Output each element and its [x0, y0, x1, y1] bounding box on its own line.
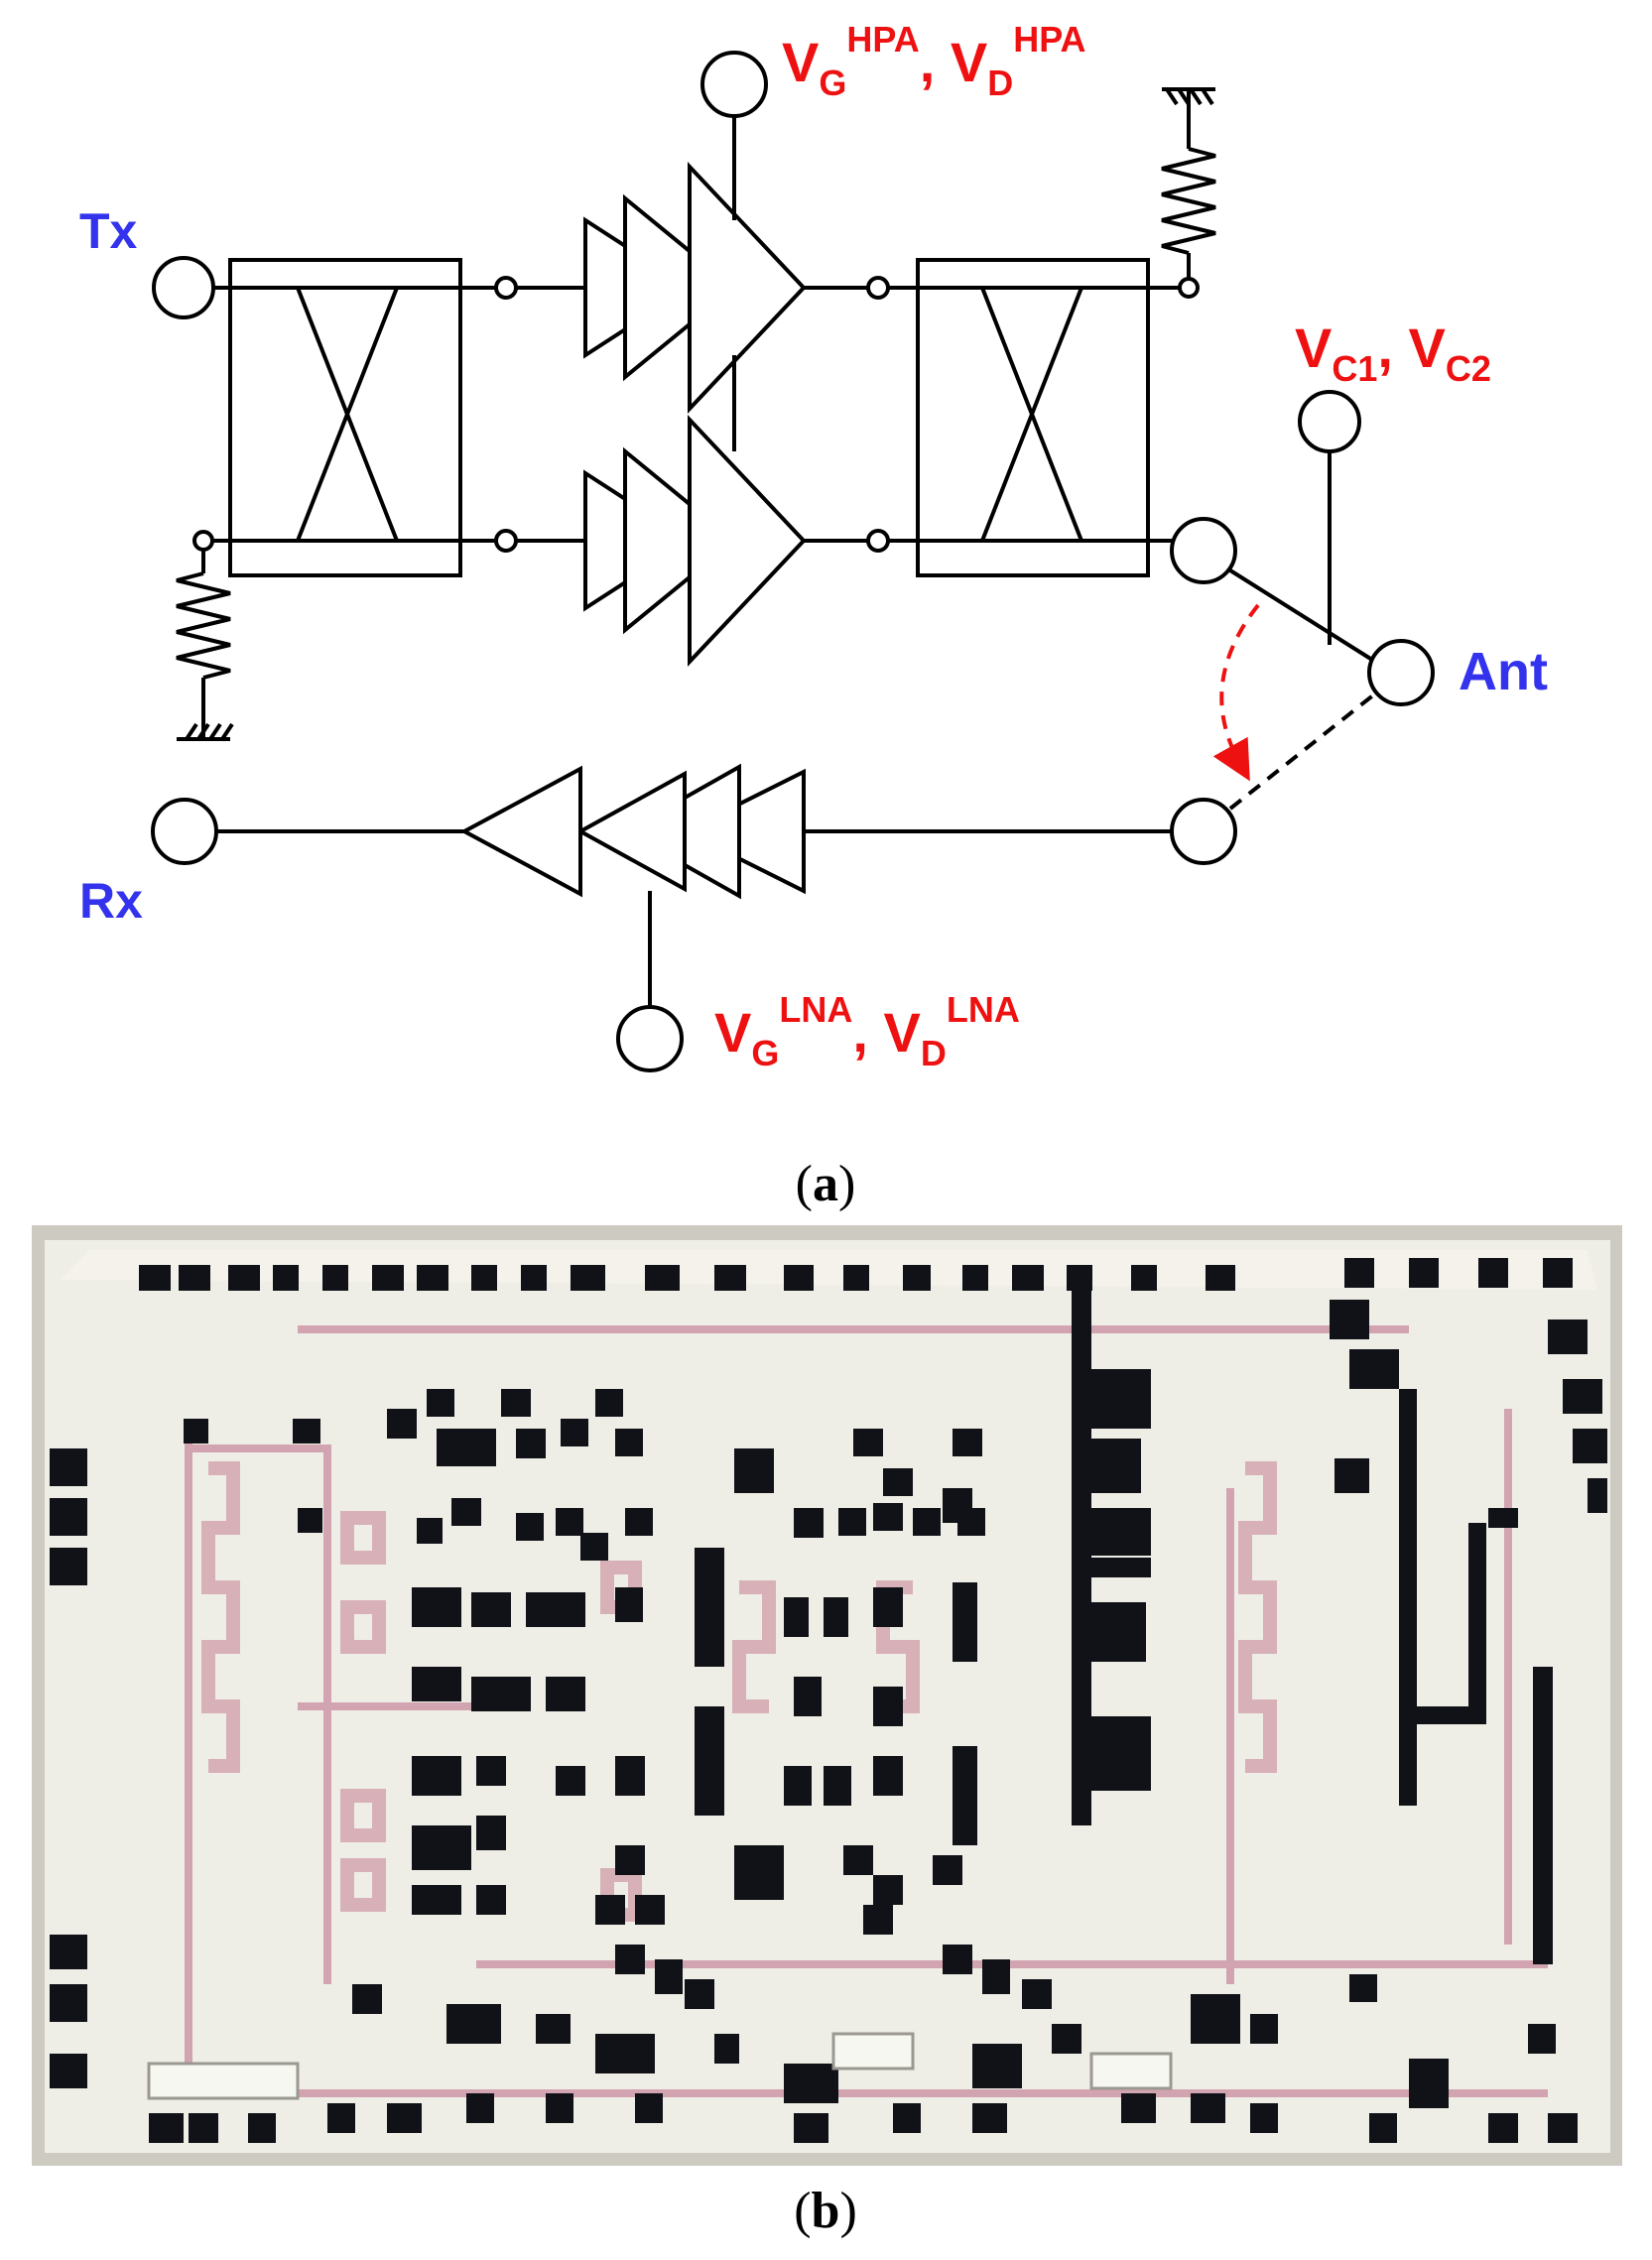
caption-a: (a)	[796, 1156, 856, 1212]
lna-bias-label: VGLNA, VDLNA	[714, 989, 1020, 1073]
tr-switch	[1170, 390, 1435, 865]
lna-bias-port	[616, 1005, 684, 1072]
tx-label: Tx	[79, 203, 138, 259]
switch-tx-terminal	[1170, 517, 1237, 584]
lna-amplifier	[216, 763, 1172, 1007]
input-termination-resistor	[176, 550, 234, 741]
schematic	[151, 51, 1435, 1072]
tx-port	[152, 256, 215, 319]
output-hybrid-coupler	[916, 258, 1200, 577]
hpa-amplifier-top	[583, 161, 807, 415]
output-termination-resistor	[1161, 87, 1216, 279]
chip-photo	[32, 1225, 1622, 2166]
switch-control-port	[1298, 390, 1361, 453]
ant-label: Ant	[1459, 642, 1548, 701]
switch-control-label: VC1, VC2	[1295, 316, 1491, 389]
caption-b: (b)	[794, 2183, 857, 2239]
rx-label: Rx	[79, 873, 143, 929]
switch-rx-terminal	[1170, 798, 1237, 865]
hpa-bias-label: VGHPA, VDHPA	[782, 19, 1086, 103]
input-hybrid-coupler	[192, 258, 462, 577]
hpa-amplifier-bottom	[583, 414, 807, 668]
rx-port	[151, 798, 218, 865]
hpa-bias-port	[700, 51, 768, 118]
ant-port	[1367, 639, 1435, 706]
